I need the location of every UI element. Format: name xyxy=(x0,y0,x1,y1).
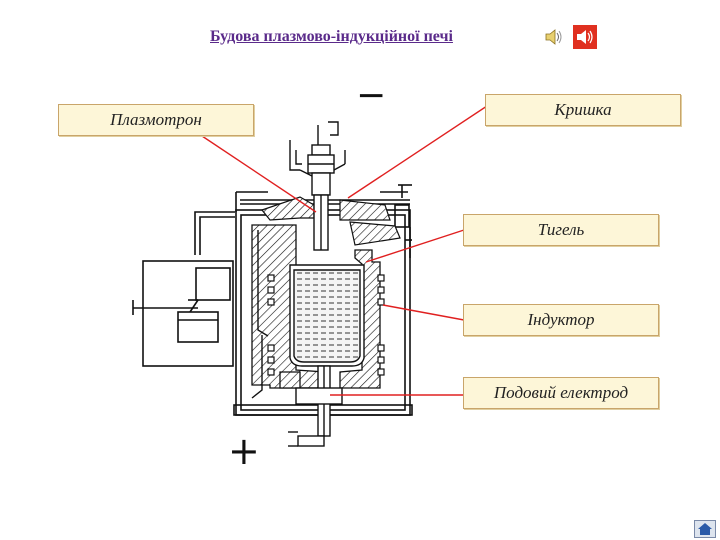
home-icon[interactable] xyxy=(694,520,716,538)
label-inductor: Індуктор xyxy=(463,304,659,336)
page-title: Будова плазмово-індукційної печі xyxy=(210,28,453,45)
lid xyxy=(260,196,401,246)
sound-icon-1[interactable] xyxy=(543,26,565,48)
label-hearth-electrode: Подовий електрод xyxy=(463,377,659,409)
side-frame xyxy=(132,260,234,367)
sound-icon-2[interactable] xyxy=(572,24,598,50)
plus-sign: + xyxy=(228,429,260,473)
leader-lines xyxy=(195,103,491,396)
label-lid: Кришка xyxy=(485,94,681,126)
plasmatron xyxy=(289,121,346,251)
label-plasmatron: Плазмотрон xyxy=(58,104,254,136)
crucible xyxy=(289,264,365,367)
hearth-electrode xyxy=(288,365,343,447)
label-crucible: Тигель xyxy=(463,214,659,246)
inductor-leads xyxy=(251,230,269,399)
inductor-coils xyxy=(267,274,385,376)
minus-sign: − xyxy=(356,75,387,116)
